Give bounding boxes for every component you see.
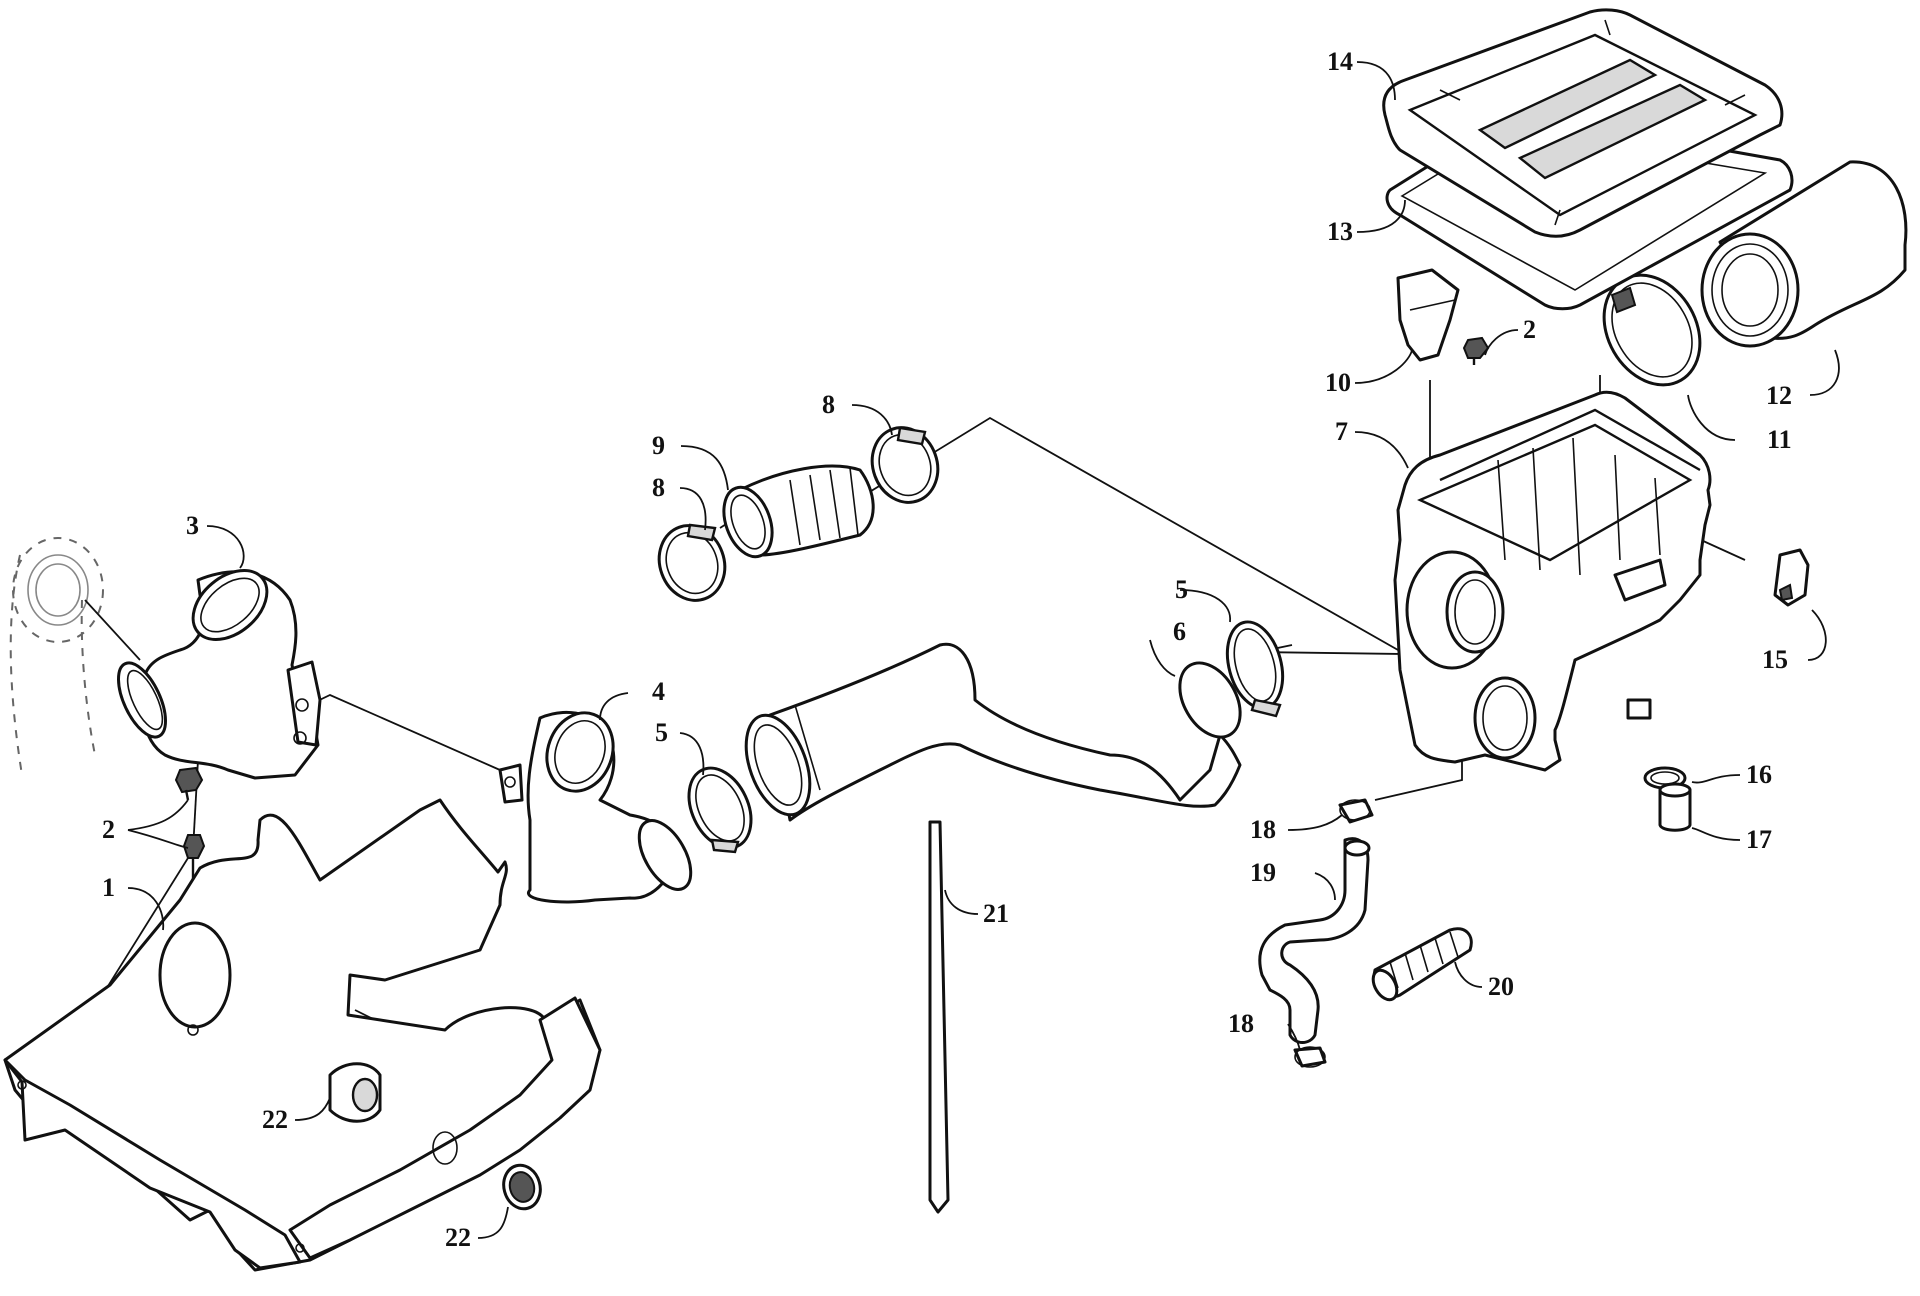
part-21-strap [928,820,950,1214]
part-8-clamp-right [870,426,940,504]
callout-18-upper: 18 [1250,815,1276,844]
callout-18-lower: 18 [1228,1009,1254,1038]
part-2-clip-left-upper [174,766,204,801]
part-11-band-clamp [1602,273,1702,387]
callout-4: 4 [652,677,665,706]
part-3-inlet-elbow [117,569,322,780]
part-15-latch [1773,548,1810,607]
part-19-hose [1258,837,1371,1044]
callout-15: 15 [1762,645,1788,674]
part-5-clamp-right [1225,620,1285,718]
callout-11: 11 [1767,425,1792,454]
callout-22-lower: 22 [445,1223,471,1252]
part-7-airbox [1393,390,1712,772]
callout-6: 6 [1173,617,1186,646]
callout-2-left: 2 [102,815,115,844]
callout-5-left: 5 [655,718,668,747]
callout-20: 20 [1488,972,1514,1001]
callout-14: 14 [1327,47,1353,76]
part-2-clip-right [1462,336,1490,365]
part-9-bellows [722,464,875,559]
part-10-block [1396,268,1460,362]
callout-9: 9 [652,431,665,460]
callout-5-right: 5 [1175,575,1188,604]
part-12-filter [1700,160,1908,348]
callout-3: 3 [186,511,199,540]
callout-21: 21 [983,899,1009,928]
callout-1: 1 [102,873,115,902]
callout-13: 13 [1327,217,1353,246]
callout-8-lower: 8 [652,473,665,502]
callout-2-right: 2 [1523,315,1536,344]
part-22-grommet-lower [502,1163,542,1211]
callout-7: 7 [1335,417,1348,446]
part-20-sleeve [1371,927,1473,1002]
part-18-clamp-lower [1293,1046,1327,1068]
callout-22-upper: 22 [262,1105,288,1134]
callout-16: 16 [1746,760,1772,789]
part-8-clamp-left [657,523,727,602]
part-14-lid [1382,8,1784,238]
part-6-duct [744,642,1242,822]
callout-10: 10 [1325,368,1351,397]
part-2-clip-left-lower [182,834,206,880]
part-18-clamp-upper [1338,798,1374,824]
part-1-belly-pan [3,798,602,1272]
part-17-drain-cap [1658,782,1692,832]
part-5-clamp-left [687,766,753,854]
callout-leaders [127,61,1840,1239]
part-4-elbow [498,710,693,904]
callout-17: 17 [1746,825,1772,854]
callout-8-upper: 8 [822,390,835,419]
phantom-duct [9,537,104,776]
part-22-grommet-upper [328,1062,382,1123]
callout-12: 12 [1766,381,1792,410]
callout-19: 19 [1250,858,1276,887]
callout-labels: 1 2 2 3 4 5 5 6 7 8 8 9 10 11 12 13 14 1… [102,47,1792,1252]
